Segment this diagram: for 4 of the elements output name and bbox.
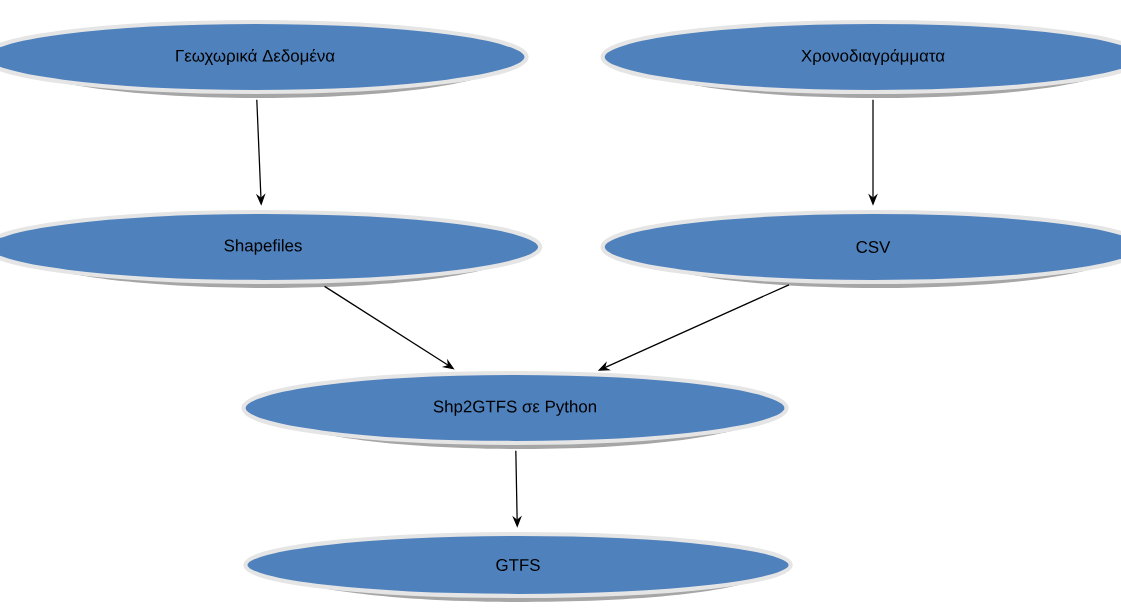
ellipse-node: Χρονοδιαγράμματα xyxy=(600,19,1121,98)
ellipse-node: Shp2GTFS σε Python xyxy=(241,370,789,449)
ellipse-node: GTFS xyxy=(243,531,793,602)
ellipse-node: CSV xyxy=(600,209,1121,288)
